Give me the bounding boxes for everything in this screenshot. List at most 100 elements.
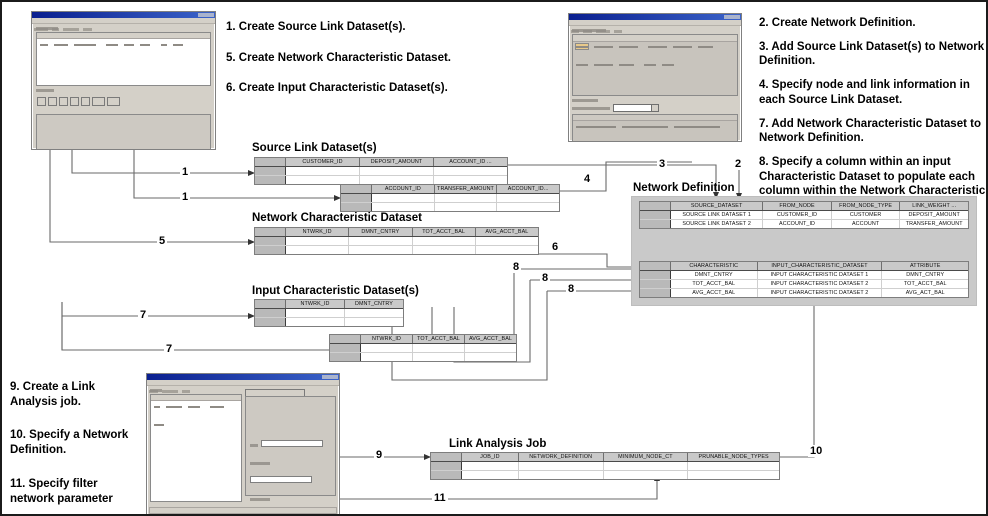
column-header: CHARACTERISTIC bbox=[671, 262, 758, 270]
row-key-header bbox=[341, 185, 372, 193]
step-item: 8. Specify a column within an input Char… bbox=[759, 156, 986, 212]
step-item: 6. Create Input Characteristic Dataset(s… bbox=[226, 82, 448, 95]
table-header-row: ACCOUNT_ID TRANSFER_AMOUNT ACCOUNT_ID... bbox=[341, 185, 559, 194]
source-datasets-grid[interactable] bbox=[572, 34, 738, 96]
connector-label: 7 bbox=[164, 343, 175, 355]
column-header: FROM_NODE_TYPE bbox=[832, 202, 901, 210]
table-row[interactable] bbox=[255, 318, 403, 326]
column-header: FROM_NODE bbox=[763, 202, 832, 210]
table-row[interactable]: AVG_ACCT_BAL INPUT CHARACTERISTIC DATASE… bbox=[640, 289, 968, 297]
row-key-header bbox=[255, 300, 286, 308]
connector-label: 6 bbox=[550, 241, 561, 253]
expression-pane[interactable] bbox=[36, 114, 211, 149]
table-header-row: JOB_ID NETWORK_DEFINITION MINIMUM_NODE_C… bbox=[431, 453, 779, 462]
table-source-link-dataset-2[interactable]: ACCOUNT_ID TRANSFER_AMOUNT ACCOUNT_ID... bbox=[340, 184, 560, 212]
column-header: TOT_ACCT_BAL bbox=[413, 228, 476, 236]
connector-label: 8 bbox=[511, 261, 522, 273]
connector-label: 7 bbox=[138, 309, 149, 321]
table-row[interactable]: SOURCE LINK DATASET 2 ACCOUNT_ID ACCOUNT… bbox=[640, 220, 968, 228]
table-source-link-dataset-1[interactable]: CUSTOMER_ID DEPOSIT_AMOUNT ACCOUNT_ID ..… bbox=[254, 157, 508, 185]
cell: DMNT_CNTRY bbox=[671, 271, 758, 279]
table-network-characteristic-dataset[interactable]: NTWRK_ID DMNT_CNTRY TOT_ACCT_BAL AVG_ACC… bbox=[254, 227, 539, 255]
cell: CUSTOMER_ID bbox=[763, 211, 832, 219]
column-header: ACCOUNT_ID ... bbox=[449, 159, 492, 165]
table-row[interactable] bbox=[431, 462, 779, 471]
connector-label: 5 bbox=[157, 235, 168, 247]
table-netdef-characteristics[interactable]: CHARACTERISTIC INPUT_CHARACTERISTIC_DATA… bbox=[639, 261, 969, 298]
cell: TOT_ACCT_BAL bbox=[903, 281, 947, 287]
table-row[interactable] bbox=[255, 309, 403, 318]
window-controls[interactable] bbox=[724, 15, 740, 19]
step-item: 5. Create Network Characteristic Dataset… bbox=[226, 51, 451, 64]
table-row[interactable]: TOT_ACCT_BAL INPUT CHARACTERISTIC DATASE… bbox=[640, 280, 968, 289]
table-row[interactable] bbox=[431, 471, 779, 479]
column-header: MINIMUM_NODE_CT bbox=[604, 453, 689, 461]
column-header: ACCOUNT_ID... bbox=[507, 186, 549, 192]
connector-label: 1 bbox=[180, 166, 191, 178]
jobs-list[interactable] bbox=[150, 394, 242, 502]
table-netdef-source-datasets[interactable]: SOURCE_DATASET FROM_NODE FROM_NODE_TYPE … bbox=[639, 201, 969, 229]
step-item: 9. Create a Link Analysis job. bbox=[10, 381, 96, 408]
connector-label: 2 bbox=[733, 158, 744, 170]
table-row[interactable] bbox=[330, 353, 516, 361]
table-row[interactable] bbox=[255, 176, 507, 184]
connector-label: 8 bbox=[566, 283, 577, 295]
step-item: 1. Create Source Link Dataset(s). bbox=[226, 21, 406, 33]
column-header: ATTRIBUTE bbox=[910, 263, 941, 269]
table-row[interactable]: SOURCE LINK DATASET 1 CUSTOMER_ID CUSTOM… bbox=[640, 211, 968, 220]
column-header: DEPOSIT_AMOUNT bbox=[360, 158, 434, 166]
table-header-row: CHARACTERISTIC INPUT_CHARACTERISTIC_DATA… bbox=[640, 262, 968, 271]
toolbar-buttons[interactable] bbox=[36, 94, 211, 112]
row-key-header bbox=[431, 453, 462, 461]
table-input-characteristic-dataset-2[interactable]: NTWRK_ID TOT_ACCT_BAL AVG_ACCT_BAL bbox=[329, 334, 517, 362]
table-header-row: NTWRK_ID DMNT_CNTRY TOT_ACCT_BAL AVG_ACC… bbox=[255, 228, 538, 237]
characteristic-mapping-grid[interactable] bbox=[572, 114, 738, 141]
window-controls[interactable] bbox=[198, 13, 214, 17]
table-row[interactable] bbox=[341, 203, 559, 211]
dataset-editor-window[interactable] bbox=[31, 11, 216, 150]
column-header: LINK_WEIGHT ... bbox=[912, 203, 957, 209]
window-controls[interactable] bbox=[322, 375, 338, 379]
step-item: 10. Specify a Network Definition. bbox=[10, 429, 129, 457]
step-item: 2. Create Network Definition. bbox=[759, 17, 916, 29]
table-row[interactable] bbox=[255, 246, 538, 254]
cell: SOURCE LINK DATASET 1 bbox=[671, 211, 764, 219]
cell: CUSTOMER bbox=[832, 211, 901, 219]
table-row[interactable] bbox=[330, 344, 516, 353]
table-input-characteristic-dataset-1[interactable]: NTWRK_ID DMNT_CNTRY bbox=[254, 299, 404, 327]
table-header-row: CUSTOMER_ID DEPOSIT_AMOUNT ACCOUNT_ID ..… bbox=[255, 158, 507, 167]
column-header: JOB_ID bbox=[462, 453, 519, 461]
link-analysis-job-window[interactable] bbox=[146, 373, 340, 514]
column-header: SOURCE_DATASET bbox=[671, 202, 764, 210]
table-row[interactable] bbox=[255, 167, 507, 176]
table-row[interactable] bbox=[255, 237, 538, 246]
job-tab[interactable] bbox=[245, 389, 305, 396]
connector-label: 1 bbox=[180, 191, 191, 203]
row-key-header bbox=[255, 228, 286, 236]
caption-link-analysis-job: Link Analysis Job bbox=[449, 438, 547, 450]
network-definition-window[interactable] bbox=[568, 13, 742, 142]
table-row[interactable] bbox=[341, 194, 559, 203]
column-header: INPUT_CHARACTERISTIC_DATASET bbox=[758, 262, 883, 270]
column-header: CUSTOMER_ID bbox=[286, 158, 360, 166]
table-link-analysis-job[interactable]: JOB_ID NETWORK_DEFINITION MINIMUM_NODE_C… bbox=[430, 452, 780, 480]
cell: TOT_ACCT_BAL bbox=[671, 280, 758, 288]
column-header: AVG_ACCT_BAL bbox=[468, 336, 513, 342]
attributes-grid[interactable] bbox=[36, 32, 211, 86]
connector-label: 8 bbox=[540, 272, 551, 284]
job-properties-pane[interactable] bbox=[245, 396, 336, 514]
steps-right: 2. Create Network Definition. 3. Add Sou… bbox=[759, 16, 986, 223]
status-bar bbox=[149, 507, 337, 514]
connector-label: 9 bbox=[374, 449, 385, 461]
window-titlebar bbox=[32, 12, 215, 18]
window-titlebar bbox=[569, 14, 741, 20]
table-row[interactable]: DMNT_CNTRY INPUT CHARACTERISTIC DATASET … bbox=[640, 271, 968, 280]
characteristics-row[interactable] bbox=[572, 104, 738, 112]
window-titlebar bbox=[147, 374, 339, 380]
table-header-row: NTWRK_ID TOT_ACCT_BAL AVG_ACCT_BAL bbox=[330, 335, 516, 344]
column-header: TOT_ACCT_BAL bbox=[413, 335, 465, 343]
chevron-down-icon[interactable] bbox=[651, 105, 658, 111]
caption-input-char: Input Characteristic Dataset(s) bbox=[252, 285, 419, 297]
column-header: NTWRK_ID bbox=[286, 300, 345, 308]
